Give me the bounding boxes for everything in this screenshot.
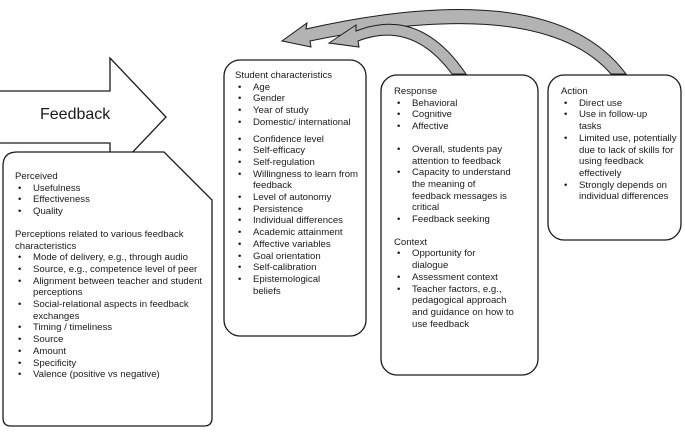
list-item: Individual differences [235,215,359,227]
list-item: Age [235,82,359,94]
list-item: Strongly depends on individual differenc… [561,180,677,203]
context-title: Context [394,236,428,248]
perceived-content: Perceived Usefulness Effectiveness Quali… [15,171,207,381]
list-item: Source, e.g., competence level of peer [15,264,207,276]
list-item: Specificity [15,358,207,370]
list-item: Goal orientation [235,251,359,263]
list-item: Level of autonomy [235,192,359,204]
perceived-list: Usefulness Effectiveness Quality [15,183,207,218]
list-item: Social-relational aspects in feedback ex… [15,299,207,322]
action-content: Action Direct use Use in follow-up tasks… [561,86,677,203]
perceived-title: Perceived [15,171,58,182]
list-item: Self-calibration [235,262,359,274]
list-item: Persistence [235,204,359,216]
list-item: Quality [15,206,207,218]
list-item: Feedback seeking [394,214,532,226]
list-item: Year of study [235,105,359,117]
list-item: Mode of delivery, e.g., through audio [15,252,207,264]
list-item: Use in follow-up tasks [561,109,661,132]
list-item: Opportunity for dialogue [394,248,500,271]
curved-arrow-from-response [327,23,467,75]
action-title: Action [561,86,588,97]
list-item: Valence (positive vs negative) [15,369,207,381]
list-item: Behavioral [394,98,532,110]
curved-arrow-from-action [280,9,627,75]
perceived-subtitle: Perceptions related to various feedback … [15,228,184,252]
list-item: Willingness to learn from feedback [235,169,359,192]
response-types-list: Behavioral Cognitive Affective [394,98,532,133]
action-list: Direct use Use in follow-up tasks Limite… [561,98,677,203]
student-characteristics-content: Student characteristics Age Gender Year … [235,70,359,297]
list-item: Effectiveness [15,194,207,206]
list-item: Epistemological beliefs [235,274,339,297]
student-characteristics-title: Student characteristics [235,70,333,81]
list-item: Direct use [561,98,677,110]
list-item: Teacher factors, e.g., pedagogical appro… [394,284,518,331]
list-item: Confidence level [235,134,359,146]
list-item: Overall, students pay attention to feedb… [394,144,532,167]
list-item: Limited use, potentially due to lack of … [561,133,679,180]
response-title: Response [394,86,438,97]
list-item: Capacity to understand the meaning of fe… [394,167,516,214]
response-content: Response Behavioral Cognitive Affective … [394,86,532,330]
list-item: Amount [15,346,207,358]
list-item: Timing / timeliness [15,322,207,334]
list-item: Self-regulation [235,157,359,169]
list-item: Usefulness [15,183,207,195]
list-item: Affective [394,121,532,133]
list-item: Source [15,334,207,346]
list-item: Academic attainment [235,227,359,239]
student-characteristics-list: Age Gender Year of study Domestic/ inter… [235,82,359,298]
list-item: Alignment between teacher and student pe… [15,276,207,299]
response-findings-list: Overall, students pay attention to feedb… [394,144,532,226]
list-item: Gender [235,93,359,105]
list-item: Assessment context [394,272,532,284]
context-list: Opportunity for dialogue Assessment cont… [394,248,532,330]
list-item: Cognitive [394,109,532,121]
perceptions-list: Mode of delivery, e.g., through audio So… [15,252,207,381]
list-item: Self-efficacy [235,145,359,157]
feedback-arrow-label: Feedback [40,106,111,123]
list-item: Affective variables [235,239,359,251]
feedback-arrow [0,56,167,178]
list-item: Domestic/ international [235,117,359,134]
